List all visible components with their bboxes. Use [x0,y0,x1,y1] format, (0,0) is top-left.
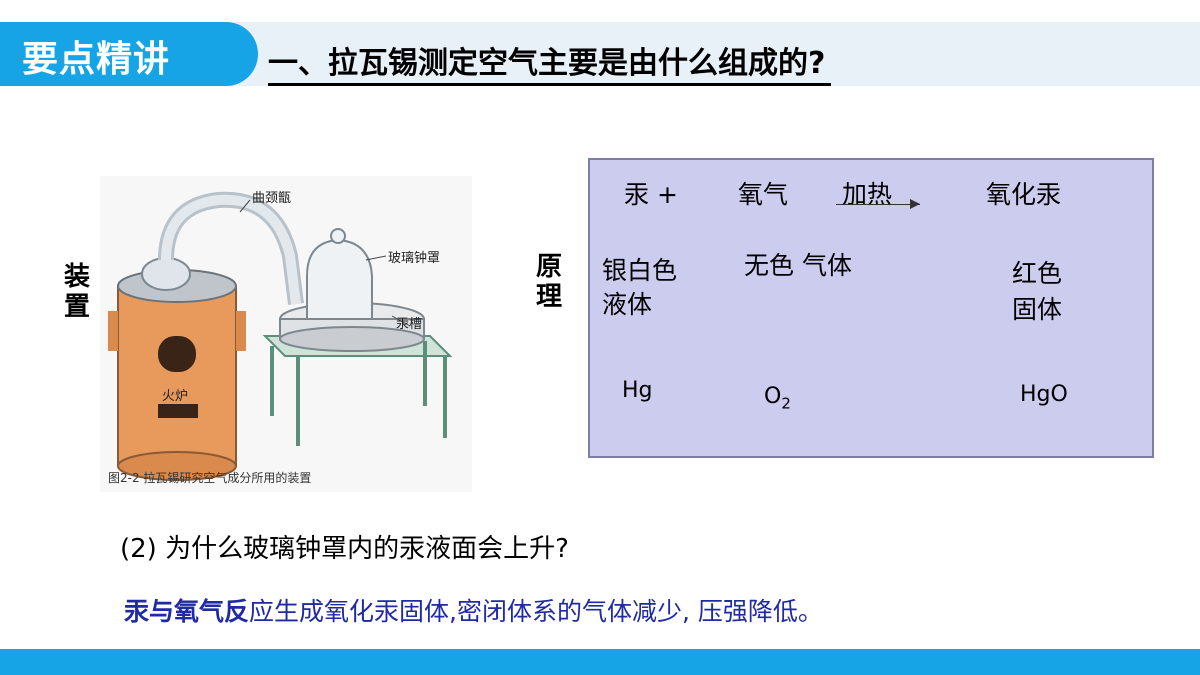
reactant-oxygen: 氧气 [738,180,789,209]
device-label-char: 装 [63,262,90,292]
figure-caption: 图2-2 拉瓦锡研究空气成分所用的装置 [108,470,311,485]
header-band: 要点精讲 [0,22,1200,86]
principle-label-char: 理 [535,282,562,312]
bell-jar-callout: 玻璃钟罩 [388,250,440,266]
page-title: 一、拉瓦锡测定空气主要是由什么组成的? [268,38,832,86]
lavoisier-apparatus-figure: 曲颈甑 玻璃钟罩 汞槽 火炉 图2-2 拉瓦锡研究空气成分所用的装置 [100,176,472,492]
reaction-condition: 加热 [842,180,893,209]
oxygen-description: 无色 气体 [744,251,852,280]
mercury-description: 银白色 液体 [602,254,677,322]
retort-callout: 曲颈甑 [252,191,291,206]
device-label: 装 置 [62,262,92,322]
retort [141,257,191,291]
furnace-callout: 火炉 [162,389,188,404]
formula-mercury: Hg [622,378,653,403]
answer-rest: 应生成氧化汞固体,密闭体系的气体减少, 压强降低。 [249,597,823,626]
furnace-window [158,336,196,372]
mercury-color: 银白色 [602,256,678,285]
mercury-oxide-description: 红色 固体 [1012,256,1062,328]
reaction-arrow-head [910,199,920,209]
section-tag: 要点精讲 [0,22,258,86]
formula-oxygen-base: O [764,384,782,409]
formula-mercury-oxide: HgO [1020,382,1068,407]
mercury-state: 液体 [602,290,653,319]
furnace [117,285,237,467]
principle-label-char: 原 [535,252,562,282]
product-mercury-oxide: 氧化汞 [986,180,1062,209]
formula-oxygen: O2 [764,384,791,412]
bell-jar [306,238,373,318]
reactant-mercury: 汞 + [624,180,678,209]
answer-text: 汞与氧气反应生成氧化汞固体,密闭体系的气体减少, 压强降低。 [124,592,823,628]
trough-callout: 汞槽 [396,317,422,332]
furnace-door [158,404,198,418]
device-label-char: 置 [63,292,90,322]
reaction-arrow [836,204,920,205]
reaction-principle-box [588,158,1154,458]
mercury-oxide-color: 红色 [1012,259,1063,288]
formula-oxygen-subscript: 2 [781,394,791,413]
question-text: (2) 为什么玻璃钟罩内的汞液面会上升? [120,534,569,564]
principle-label: 原 理 [534,252,564,312]
answer-highlight: 汞与氧气反 [124,597,250,626]
mercury-oxide-state: 固体 [1012,295,1063,324]
footer-bar [0,649,1200,675]
section-tag-label: 要点精讲 [22,39,171,80]
